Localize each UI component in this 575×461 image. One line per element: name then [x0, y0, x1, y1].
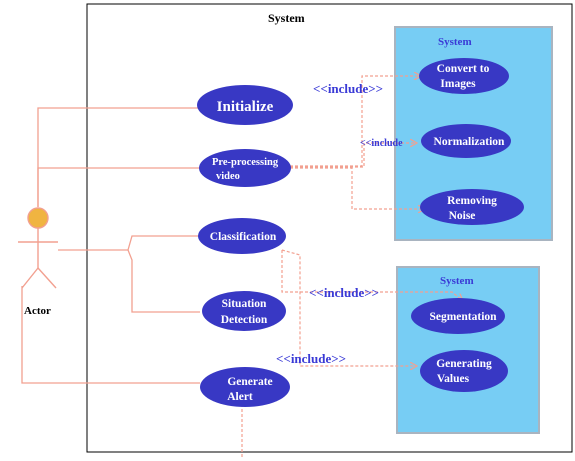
usecase-generating-values[interactable]: Generating Values — [420, 350, 508, 392]
include-removing-noise — [290, 167, 424, 209]
subsystem-top-title: System — [438, 36, 472, 48]
include-label-top: <<include>> — [313, 81, 383, 96]
subsystem-bottom-title: System — [440, 275, 474, 287]
usecase-convert-to-images[interactable]: Convert to Images — [419, 58, 509, 94]
usecase-classification-label: Classification — [210, 231, 277, 243]
usecase-generate-alert[interactable]: Generate Alert — [200, 367, 290, 407]
usecase-preprocessing-line1: Pre-processing — [212, 157, 279, 168]
actor-head — [27, 207, 49, 229]
include-label-bottom: <<include>> — [276, 351, 346, 366]
usecase-generate-alert-line2: Alert — [227, 391, 253, 403]
actor-label: Actor — [24, 305, 51, 317]
usecase-preprocessing-line2: video — [216, 171, 240, 182]
actor-figure — [18, 207, 58, 289]
usecase-classification[interactable]: Classification — [198, 218, 286, 254]
usecase-segmentation[interactable]: Segmentation — [411, 298, 505, 334]
usecase-generating-line2: Values — [437, 373, 470, 385]
association-generate-alert — [21, 286, 200, 384]
usecase-convert-line2: Images — [440, 78, 476, 90]
association-preprocessing — [37, 167, 205, 207]
include-label-normalization: <<include — [360, 138, 403, 149]
usecase-removing-noise[interactable]: Removing Noise — [420, 189, 524, 225]
include-segmentation — [281, 250, 462, 300]
usecase-generating-line1: Generating — [436, 358, 492, 370]
usecase-situation-line2: Detection — [221, 314, 268, 326]
usecase-normalization-label: Normalization — [434, 136, 506, 148]
usecase-situation-line1: Situation — [222, 298, 267, 310]
actor-associations — [21, 107, 205, 384]
usecase-generate-alert-line1: Generate — [227, 376, 272, 388]
include-label-middle: <<include>> — [309, 285, 379, 300]
include-dependencies — [241, 76, 462, 458]
usecase-removing-line1: Removing — [447, 195, 497, 207]
usecase-normalization[interactable]: Normalization — [421, 124, 511, 158]
outer-system-title: System — [268, 11, 305, 25]
usecase-removing-line2: Noise — [449, 210, 476, 222]
subsystem-bottom — [396, 266, 540, 434]
usecase-convert-line1: Convert to — [437, 63, 490, 75]
usecase-initialize[interactable]: Initialize — [197, 85, 293, 125]
usecase-initialize-label: Initialize — [217, 99, 274, 115]
usecase-segmentation-label: Segmentation — [429, 311, 497, 323]
usecase-preprocessing-video[interactable]: Pre-processing video — [199, 149, 291, 187]
include-convert — [290, 76, 420, 167]
include-generating-values — [281, 249, 416, 366]
include-normalization — [290, 143, 416, 168]
association-initialize — [37, 107, 200, 207]
association-classification-situation — [58, 235, 200, 313]
outer-system-boundary — [86, 3, 573, 453]
usecase-situation-detection[interactable]: Situation Detection — [202, 291, 286, 331]
